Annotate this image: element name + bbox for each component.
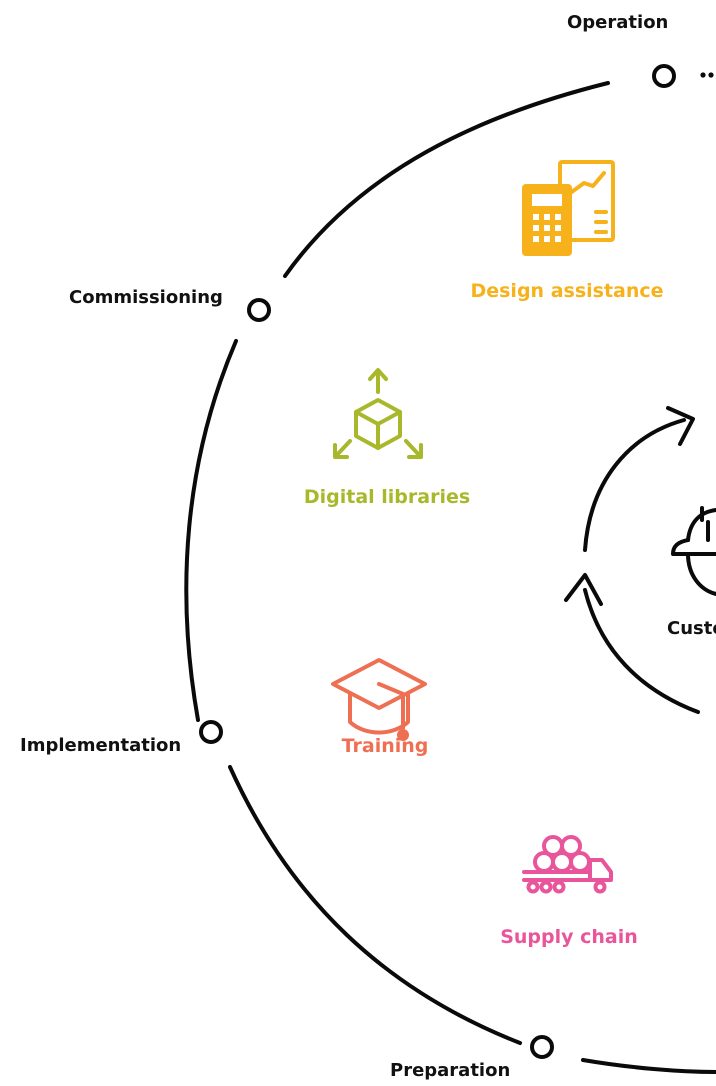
preparation-node [530, 1035, 554, 1059]
operation-node [652, 64, 676, 88]
stage-label-operation: Operation [567, 12, 669, 33]
arc-preparation-right [581, 1058, 716, 1074]
graduation-cap-icon [331, 658, 427, 741]
truck-pipes-icon [522, 835, 613, 894]
inner-arrowhead-top [666, 406, 695, 446]
lifecycle-circle [184, 81, 716, 1074]
arc-operation-commissioning [283, 81, 610, 278]
stage-label-implementation: Implementation [20, 735, 182, 756]
service-label-digital-libraries: Digital libraries [303, 486, 471, 508]
service-label-design-assistance: Design assistance [470, 280, 664, 302]
calculator-report-icon [522, 160, 615, 256]
arc-commissioning-implementation [184, 339, 238, 722]
continuation-dots [700, 72, 714, 78]
hard-hat-worker-icon [671, 506, 716, 596]
implementation-node [199, 720, 223, 744]
inner-arc-bottom [583, 588, 700, 714]
commissioning-node [247, 298, 271, 322]
inner-cycle [564, 406, 700, 714]
3d-cube-arrows-icon [333, 368, 423, 459]
inner-arrowhead-left [564, 573, 603, 606]
stage-label-preparation: Preparation [390, 1060, 511, 1081]
stage-label-commissioning: Commissioning [69, 287, 223, 308]
service-label-supply-chain: Supply chain [500, 926, 638, 948]
inner-arc-top [583, 418, 686, 552]
arc-implementation-preparation [228, 765, 522, 1045]
center-label: Custo [667, 618, 716, 639]
service-label-training: Training [341, 735, 429, 757]
